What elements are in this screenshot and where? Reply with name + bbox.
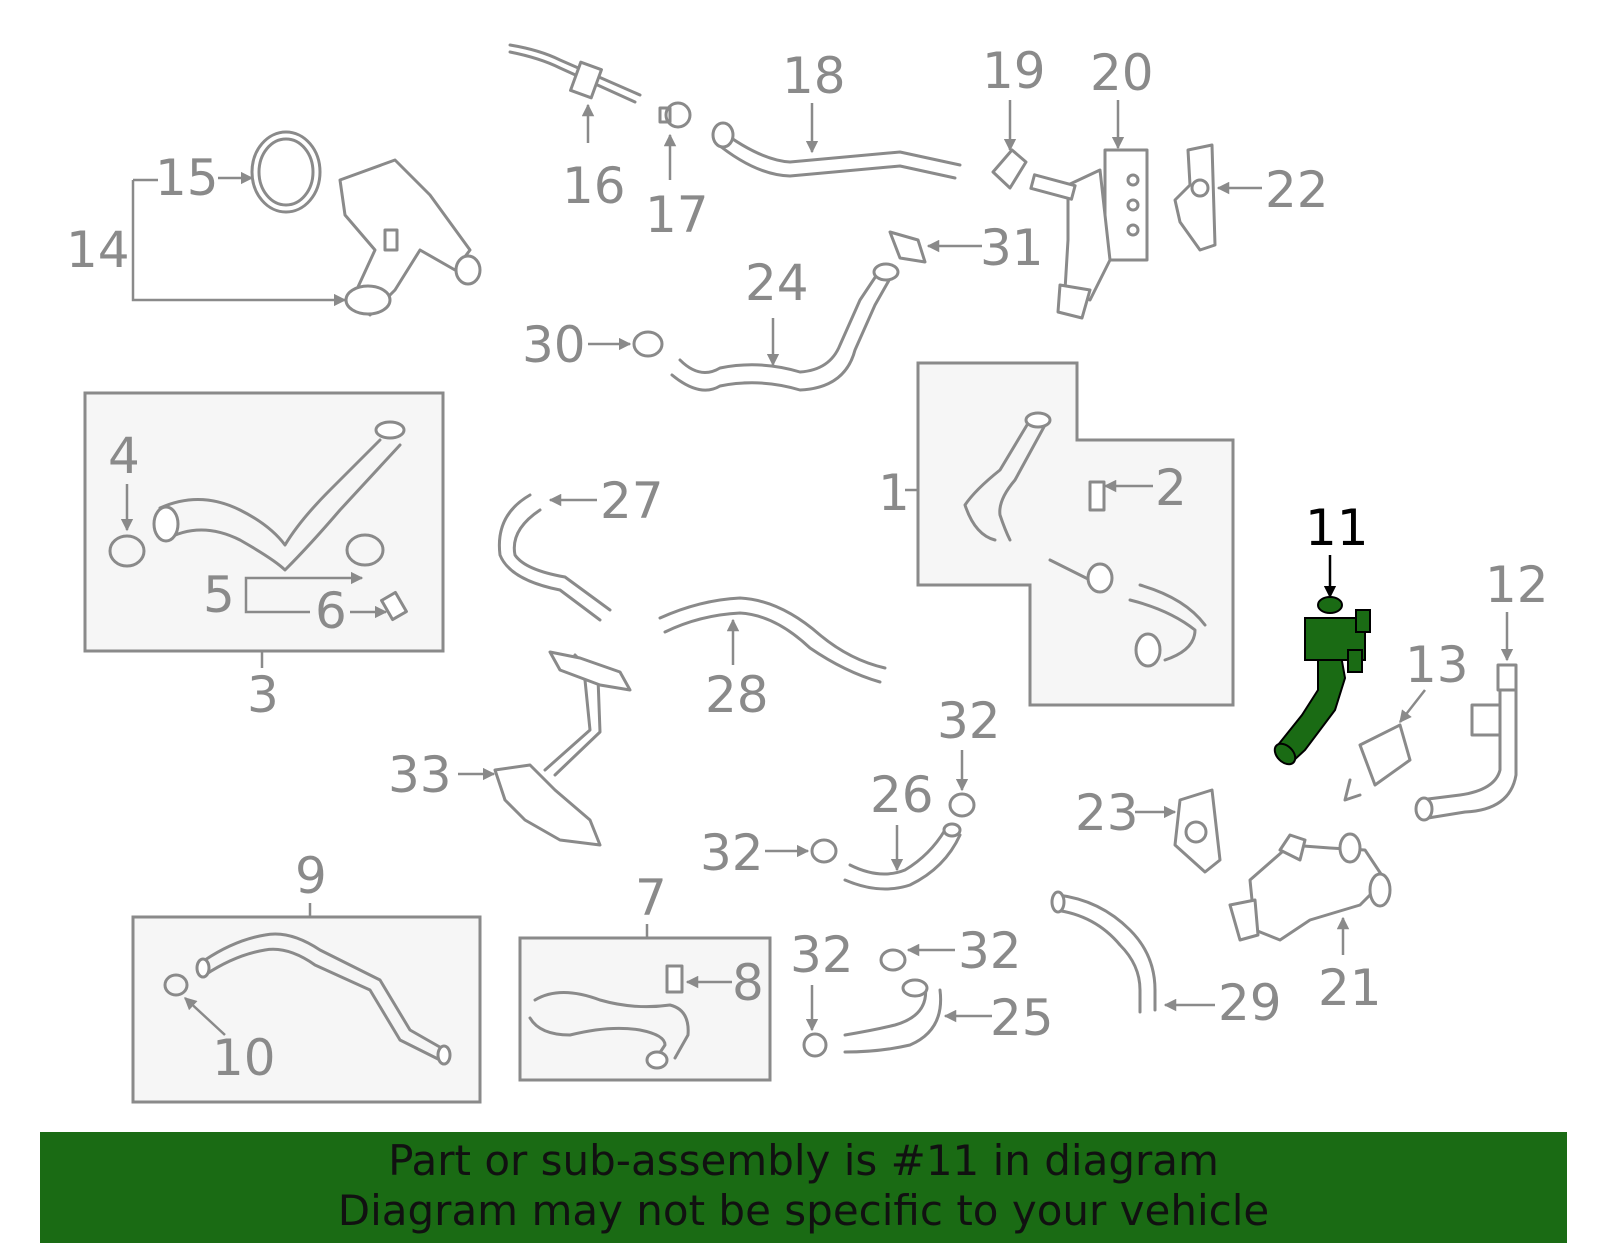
callout-32-a: 32 bbox=[937, 692, 1001, 750]
part-25-hose bbox=[843, 978, 992, 1054]
callout-29: 29 bbox=[1218, 974, 1282, 1032]
callout-32-c: 32 bbox=[958, 922, 1022, 980]
callout-22: 22 bbox=[1265, 161, 1329, 219]
callout-1: 1 bbox=[878, 464, 910, 522]
callout-12: 12 bbox=[1485, 556, 1549, 614]
part-6-fitting bbox=[350, 590, 408, 622]
part-20-pump bbox=[1029, 100, 1149, 320]
part-5-hose bbox=[152, 420, 406, 572]
callout-27: 27 bbox=[600, 472, 664, 530]
part-16-bracket-pipe bbox=[508, 43, 642, 143]
part-28-hose bbox=[658, 596, 887, 684]
part-1-hose bbox=[905, 411, 1207, 668]
callout-16: 16 bbox=[562, 157, 626, 215]
part-33-bracket bbox=[458, 650, 632, 847]
part-24-hose bbox=[670, 262, 900, 392]
group-box-9 bbox=[131, 915, 482, 1104]
part-31-clamp bbox=[888, 230, 982, 264]
callout-3: 3 bbox=[247, 666, 279, 724]
group-box-7 bbox=[518, 936, 772, 1082]
part-4-clamp bbox=[108, 484, 146, 568]
info-banner: Part or sub-assembly is #11 in diagram D… bbox=[40, 1132, 1567, 1243]
part-32-clamp-b bbox=[765, 838, 838, 864]
part-26-hose bbox=[843, 822, 962, 891]
banner-line-2: Diagram may not be specific to your vehi… bbox=[337, 1186, 1270, 1235]
callout-26: 26 bbox=[870, 766, 934, 824]
callout-2: 2 bbox=[1155, 459, 1187, 517]
part-12-pipe bbox=[1414, 612, 1518, 822]
part-17-clamp bbox=[658, 101, 692, 180]
part-14-housing bbox=[131, 130, 482, 317]
part-22-gasket bbox=[1173, 143, 1262, 252]
callout-30: 30 bbox=[522, 316, 586, 374]
callout-19: 19 bbox=[982, 42, 1046, 100]
callout-25: 25 bbox=[990, 989, 1054, 1047]
callout-9: 9 bbox=[295, 847, 327, 905]
callout-24: 24 bbox=[745, 254, 809, 312]
callout-15: 15 bbox=[155, 149, 219, 207]
callout-31: 31 bbox=[980, 219, 1044, 277]
callout-4: 4 bbox=[108, 427, 140, 485]
part-2-valve bbox=[1088, 479, 1153, 512]
callout-10: 10 bbox=[212, 1029, 276, 1087]
part-29-hose bbox=[1050, 890, 1215, 1014]
part-32-clamp-a bbox=[948, 750, 976, 818]
part-10-clamp bbox=[163, 973, 226, 1036]
part-8-clip bbox=[665, 964, 732, 994]
callout-21: 21 bbox=[1318, 959, 1382, 1017]
callout-23: 23 bbox=[1075, 784, 1139, 842]
callout-8: 8 bbox=[732, 954, 764, 1012]
banner-line-1: Part or sub-assembly is #11 in diagram bbox=[388, 1136, 1219, 1185]
callout-14: 14 bbox=[66, 221, 130, 279]
part-19-clip bbox=[991, 100, 1028, 190]
part-30-clamp bbox=[588, 330, 664, 358]
part-32-clamp-c bbox=[879, 943, 955, 972]
part-18-hose bbox=[711, 103, 962, 180]
part-7-hose bbox=[528, 924, 690, 1070]
callout-32-d: 32 bbox=[790, 926, 854, 984]
part-9-hose bbox=[195, 903, 452, 1066]
callout-7: 7 bbox=[635, 869, 667, 927]
callout-5: 5 bbox=[203, 566, 235, 624]
callout-6: 6 bbox=[315, 582, 347, 640]
part-27-hose bbox=[497, 493, 612, 622]
part-11-water-pump bbox=[1273, 555, 1371, 766]
callout-18: 18 bbox=[782, 47, 846, 105]
callout-20: 20 bbox=[1090, 44, 1154, 102]
callout-13: 13 bbox=[1405, 636, 1469, 694]
part-23-gasket bbox=[1135, 788, 1222, 874]
part-32-clamp-d bbox=[802, 985, 828, 1058]
callout-11: 11 bbox=[1305, 499, 1369, 557]
group-box-1 bbox=[916, 361, 1235, 707]
callout-32-b: 32 bbox=[700, 824, 764, 882]
part-21-thermostat-housing bbox=[1228, 832, 1392, 955]
part-5-clamp bbox=[244, 533, 385, 614]
callout-33: 33 bbox=[388, 746, 452, 804]
callout-28: 28 bbox=[705, 666, 769, 724]
callout-17: 17 bbox=[645, 186, 709, 244]
part-13-sensor bbox=[1343, 689, 1426, 802]
